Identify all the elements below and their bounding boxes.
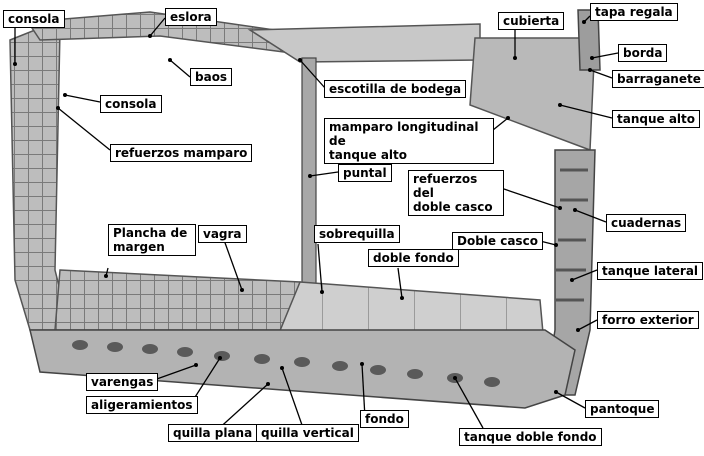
label-fondo: fondo: [360, 410, 409, 428]
label-quilla-plana: quilla plana: [168, 424, 258, 442]
label-escotilla-de-bodega: escotilla de bodega: [324, 80, 467, 98]
label-consola-top: consola: [3, 10, 65, 28]
label-refuerzos-doble-casco-line2: doble casco: [413, 200, 493, 214]
label-plancha-de-margen-line1: Plancha de: [113, 226, 188, 240]
label-tanque-lateral: tanque lateral: [597, 262, 704, 280]
label-tanque-doble-fondo: tanque doble fondo: [459, 428, 602, 446]
label-sobrequilla: sobrequilla: [314, 225, 400, 243]
label-consola-mid: consola: [100, 95, 162, 113]
label-barraganete: barraganete: [612, 70, 704, 88]
label-varengas: varengas: [86, 373, 159, 391]
label-mamparo-longitudinal-line2: tanque alto: [329, 148, 408, 162]
label-tanque-alto: tanque alto: [612, 110, 701, 128]
label-doble-casco: Doble casco: [452, 232, 543, 250]
label-tapa-regala: tapa regala: [590, 3, 678, 21]
label-mamparo-longitudinal: mamparo longitudinal de tanque alto: [324, 118, 494, 164]
label-plancha-de-margen: Plancha de margen: [108, 224, 196, 256]
label-forro-exterior: forro exterior: [597, 311, 699, 329]
label-refuerzos-mamparo: refuerzos mamparo: [110, 144, 253, 162]
label-pantoque: pantoque: [585, 400, 660, 418]
label-puntal: puntal: [338, 164, 392, 182]
label-eslora: eslora: [165, 8, 217, 26]
label-refuerzos-doble-casco-line1: refuerzos del: [413, 172, 478, 200]
label-refuerzos-doble-casco: refuerzos del doble casco: [408, 170, 504, 216]
label-mamparo-longitudinal-line1: mamparo longitudinal de: [329, 120, 479, 148]
label-baos: baos: [190, 68, 233, 86]
label-cuadernas: cuadernas: [606, 214, 687, 232]
label-plancha-de-margen-line2: margen: [113, 240, 165, 254]
label-aligeramientos: aligeramientos: [86, 396, 198, 414]
label-borda: borda: [618, 44, 668, 62]
label-doble-fondo: doble fondo: [368, 249, 459, 267]
label-vagra: vagra: [198, 225, 247, 243]
label-cubierta: cubierta: [498, 12, 565, 30]
label-quilla-vertical: quilla vertical: [256, 424, 359, 442]
